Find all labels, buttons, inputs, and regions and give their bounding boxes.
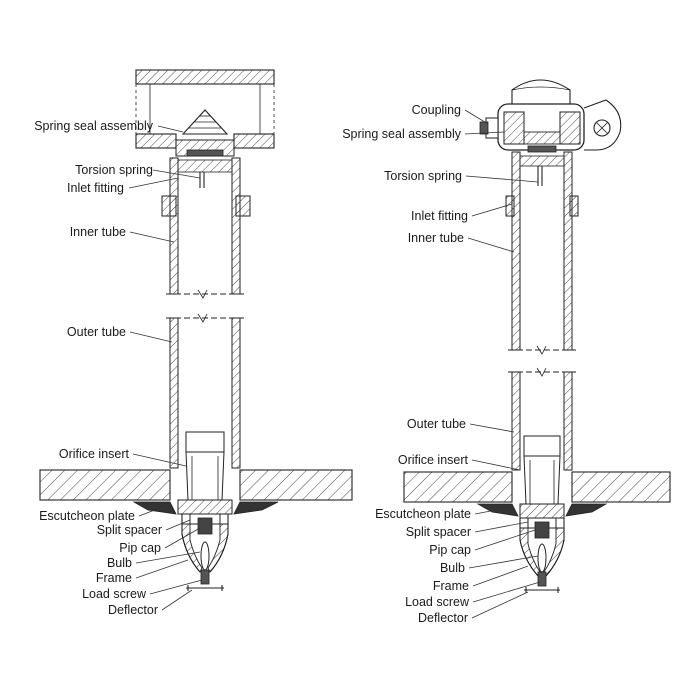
right-pipe [511,79,571,106]
left-callouts: Spring seal assembly Torsion spring Inle… [34,119,203,617]
right-sprinkler-head [519,503,565,593]
right-sprinkler-drawing [403,79,671,593]
left-tube-lower [169,317,241,469]
right-tube-upper [511,151,573,351]
label-load-screw-left: Load screw [82,587,147,601]
label-bulb-right: Bulb [440,561,465,575]
label-frame-left: Frame [96,571,132,585]
label-split-spacer-right: Split spacer [406,525,471,539]
label-bulb-left: Bulb [107,556,132,570]
right-coupling [479,99,622,153]
label-deflector-left: Deflector [108,603,158,617]
label-pip-cap-left: Pip cap [119,541,161,555]
right-callouts: Coupling Spring seal assembly Torsion sp… [342,103,541,625]
label-spring-seal-assembly-right: Spring seal assembly [342,127,462,141]
label-frame-right: Frame [433,579,469,593]
label-load-screw-right: Load screw [405,595,470,609]
right-tube-lower [511,371,573,471]
label-coupling-right: Coupling [412,103,461,117]
label-outer-tube-left: Outer tube [67,325,126,339]
label-inner-tube-right: Inner tube [408,231,464,245]
left-tube-upper [169,157,241,295]
left-tube-break [166,289,244,323]
left-orifice-insert [185,431,225,501]
left-ceiling [39,469,353,501]
label-orifice-insert-right: Orifice insert [398,453,469,467]
label-inlet-fitting-right: Inlet fitting [411,209,468,223]
label-inlet-fitting-left: Inlet fitting [67,181,124,195]
left-escutcheon [132,501,279,515]
label-escutcheon-plate-left: Escutcheon plate [39,509,135,523]
right-escutcheon [476,503,608,517]
label-orifice-insert-left: Orifice insert [59,447,130,461]
label-escutcheon-plate-right: Escutcheon plate [375,507,471,521]
right-ceiling [403,471,671,503]
label-torsion-spring-right: Torsion spring [384,169,462,183]
label-deflector-right: Deflector [418,611,468,625]
label-spring-seal-assembly-left: Spring seal assembly [34,119,154,133]
label-split-spacer-left: Split spacer [97,523,162,537]
left-sprinkler-head [177,499,233,591]
label-torsion-spring-left: Torsion spring [75,163,153,177]
label-pip-cap-right: Pip cap [429,543,471,557]
left-spring-seal [181,109,229,157]
right-orifice-insert [523,435,561,505]
label-inner-tube-left: Inner tube [70,225,126,239]
label-outer-tube-right: Outer tube [407,417,466,431]
left-sprinkler-drawing [39,69,353,591]
